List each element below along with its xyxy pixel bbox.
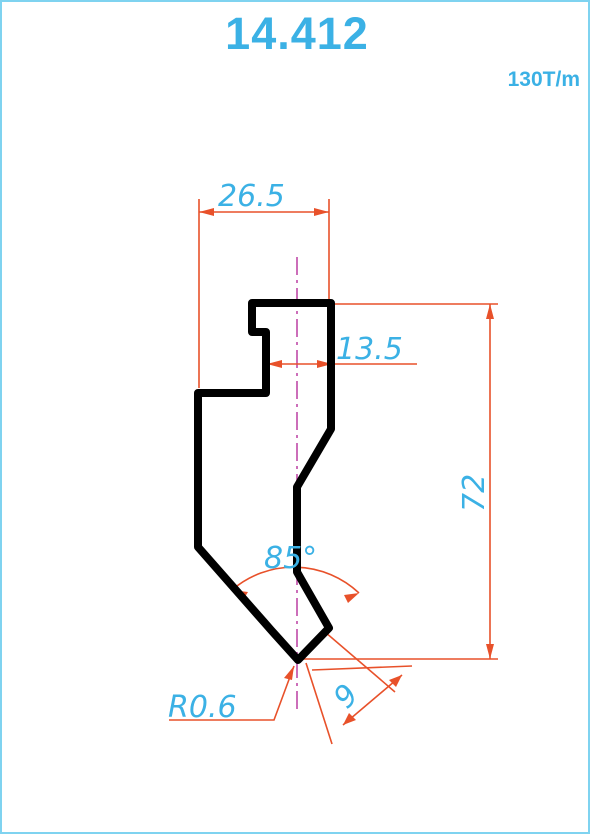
tool-code: 14.412	[225, 8, 369, 59]
tool-capacity: 130T/m	[507, 68, 580, 91]
dim-radius: R0.6	[168, 690, 237, 725]
dim-width: 26.5	[218, 179, 285, 214]
dim-angle: 85°	[264, 541, 317, 576]
dimension-arrows	[199, 208, 494, 725]
dimension-lines	[169, 199, 498, 745]
dim-offset: 13.5	[336, 332, 403, 367]
tool-profile	[194, 299, 335, 664]
dim-height: 72	[457, 474, 492, 512]
